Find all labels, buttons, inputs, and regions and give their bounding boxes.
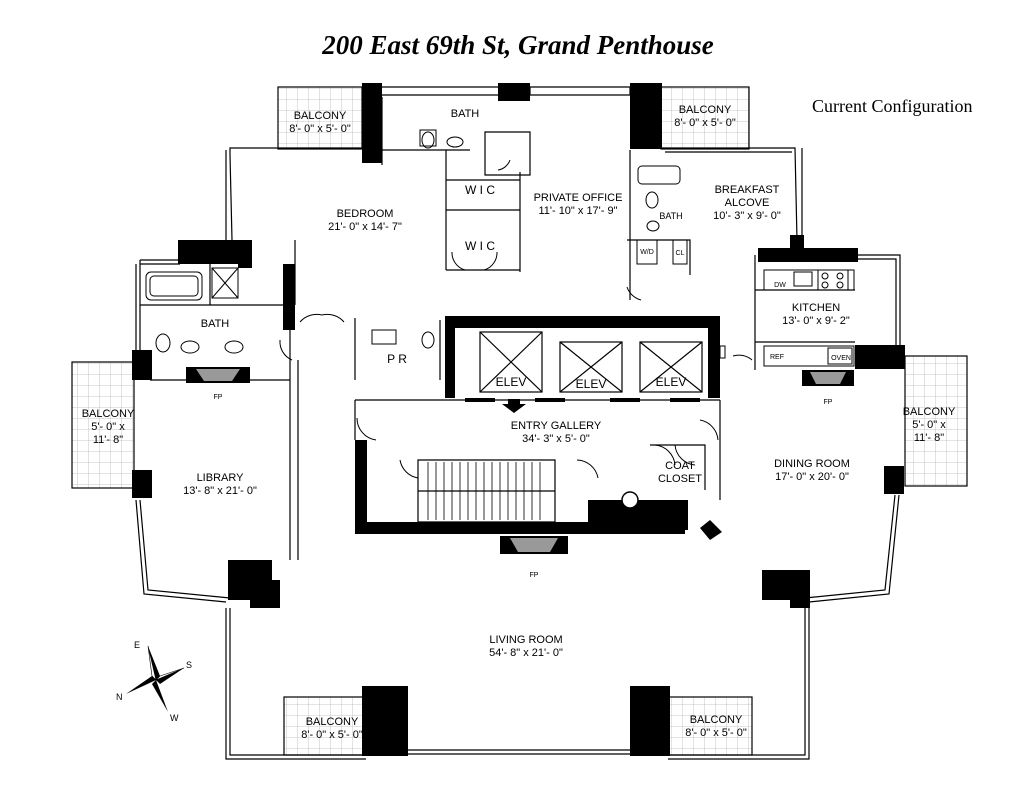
oven-label: OVEN	[831, 355, 851, 362]
kitchen-fixtures	[763, 269, 855, 367]
powder-room-label: P R	[387, 352, 407, 366]
washer-dryer-label: W/D	[640, 249, 654, 256]
panel-icon	[719, 345, 726, 359]
refrigerator-label: REF	[770, 354, 784, 361]
compass-e: E	[134, 640, 141, 650]
closet-label: CL	[675, 250, 685, 257]
doors	[279, 159, 753, 479]
corner-column	[700, 520, 722, 540]
configuration-label: Current Configuration	[812, 96, 973, 116]
wic-2-label: W I C	[465, 239, 495, 253]
balcony-tiles	[71, 86, 968, 756]
entry-arrow-icon	[502, 399, 526, 413]
dishwasher-label: DW	[774, 282, 786, 289]
bath-fixtures	[145, 129, 688, 354]
fireplace-living-label: FP	[529, 572, 539, 579]
structural-walls	[132, 83, 905, 756]
fireplaces	[186, 367, 854, 554]
compass-n: N	[116, 692, 123, 702]
fireplace-dining-label: FP	[823, 399, 833, 406]
page-title: 200 East 69th St, Grand Penthouse	[322, 30, 714, 60]
elevators	[479, 331, 703, 393]
compass-w: W	[170, 713, 179, 723]
elev-1-label: ELEV	[495, 375, 527, 389]
compass-icon	[126, 645, 185, 712]
bath-top-label: BATH	[450, 108, 480, 120]
bath-left-label: BATH	[200, 318, 230, 330]
column-round	[621, 491, 639, 509]
stairs	[427, 462, 541, 520]
compass-s: S	[186, 660, 193, 670]
wic-1-label: W I C	[465, 183, 495, 197]
elev-2-label: ELEV	[575, 377, 607, 391]
bath-right-label: BATH	[659, 211, 683, 221]
elev-3-label: ELEV	[655, 375, 687, 389]
fireplace-library-label: FP	[213, 394, 223, 401]
